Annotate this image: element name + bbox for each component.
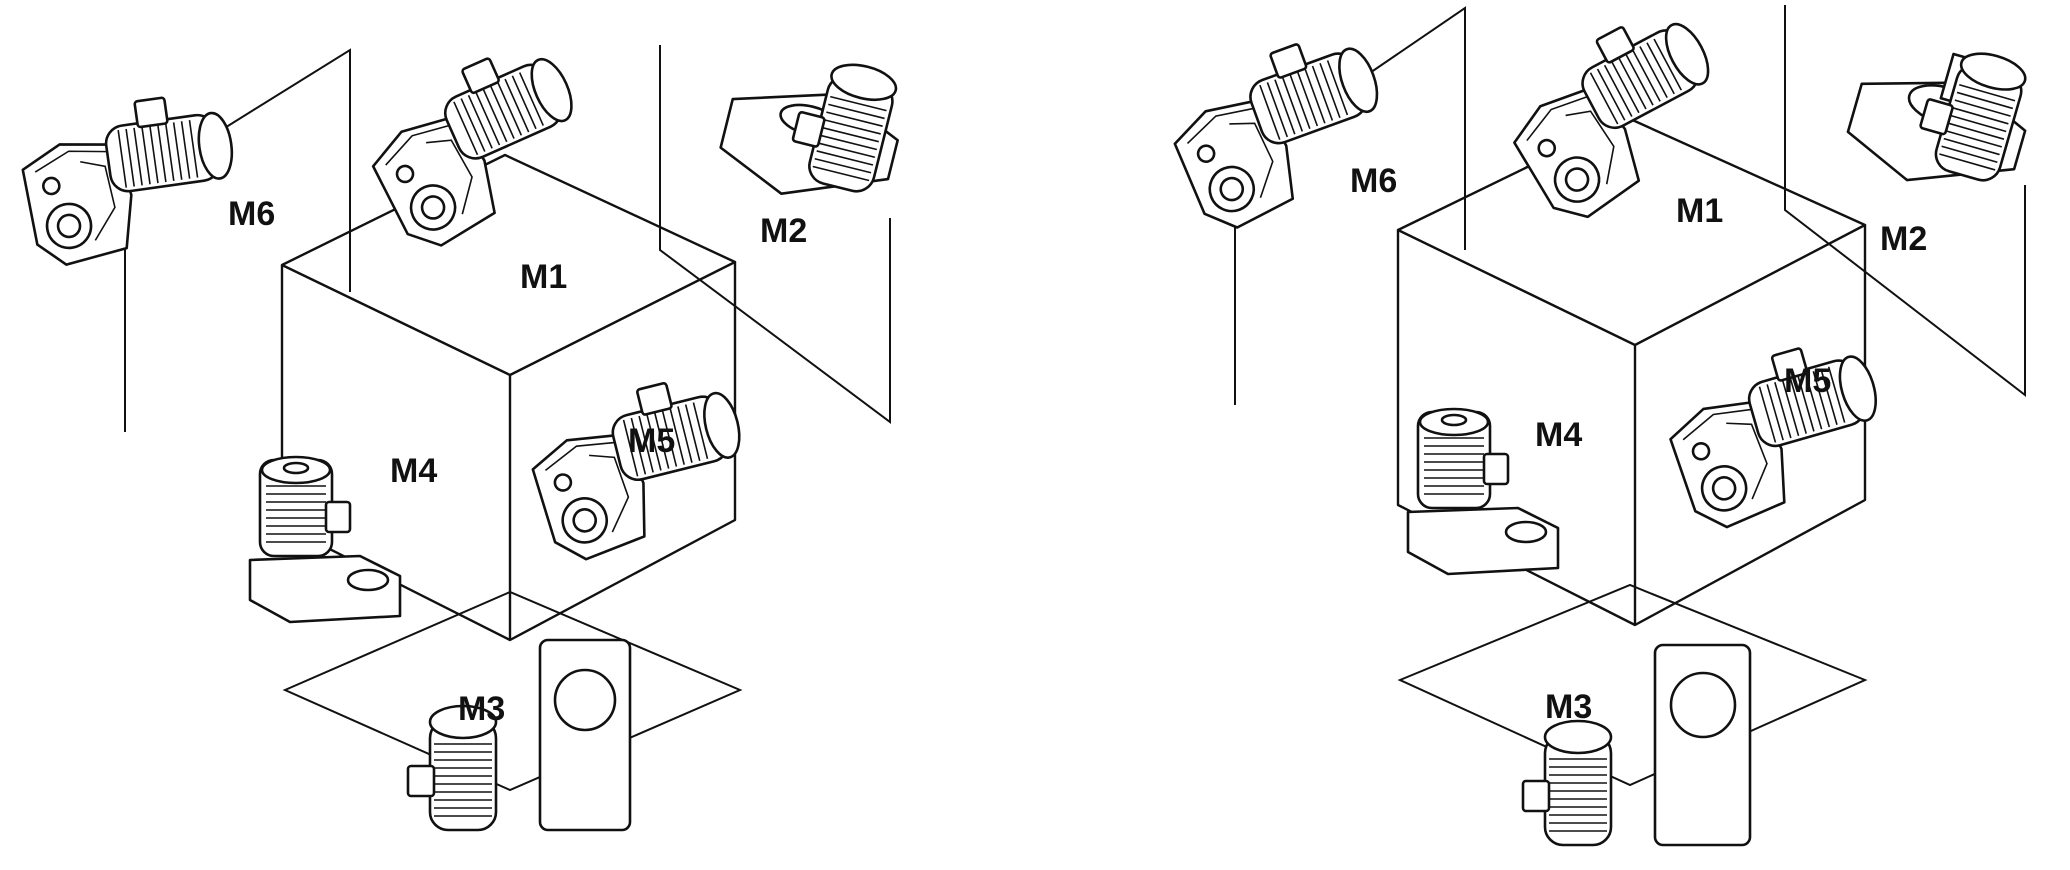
label-m4-right: M4	[1535, 416, 1582, 454]
label-m2-left: M2	[760, 212, 807, 250]
gearmotor-m3-right	[1521, 643, 1752, 847]
label-m6-right: M6	[1350, 162, 1397, 200]
plane-m2-right	[1784, 5, 2026, 398]
label-m3-right: M3	[1545, 688, 1592, 726]
gearmotor-m3-left	[406, 638, 632, 832]
label-m5-left: M5	[628, 422, 675, 460]
plane-m2-left	[659, 45, 891, 424]
diagram-left: M6 M1 M2 M4 M5 M3	[16, 33, 901, 832]
label-m6-left: M6	[228, 195, 275, 233]
gearmotor-m2-left	[719, 52, 901, 197]
gearmotor-m5-right	[1656, 331, 1900, 535]
label-m1-left: M1	[520, 258, 567, 296]
plane-m6-left	[124, 48, 351, 432]
label-m3-left: M3	[458, 690, 505, 728]
diagram-right: M6 M1 M2 M4 M5 M3	[1157, 0, 2031, 847]
gearmotor-m1-left	[352, 33, 606, 257]
label-m5-right: M5	[1784, 362, 1831, 400]
gearmotor-m2-right	[1846, 39, 2031, 186]
plane-m3-left	[282, 590, 743, 792]
gearmotor-m5-left	[520, 368, 761, 566]
label-m2-right: M2	[1880, 220, 1927, 258]
gearmotor-m6-right	[1157, 23, 1406, 238]
plane-m3-right	[1397, 583, 1868, 787]
gearmotor-m6-left	[16, 89, 245, 269]
label-m1-right: M1	[1676, 192, 1723, 230]
label-m4-left: M4	[390, 452, 437, 490]
gearmotor-m4-left	[248, 455, 402, 624]
